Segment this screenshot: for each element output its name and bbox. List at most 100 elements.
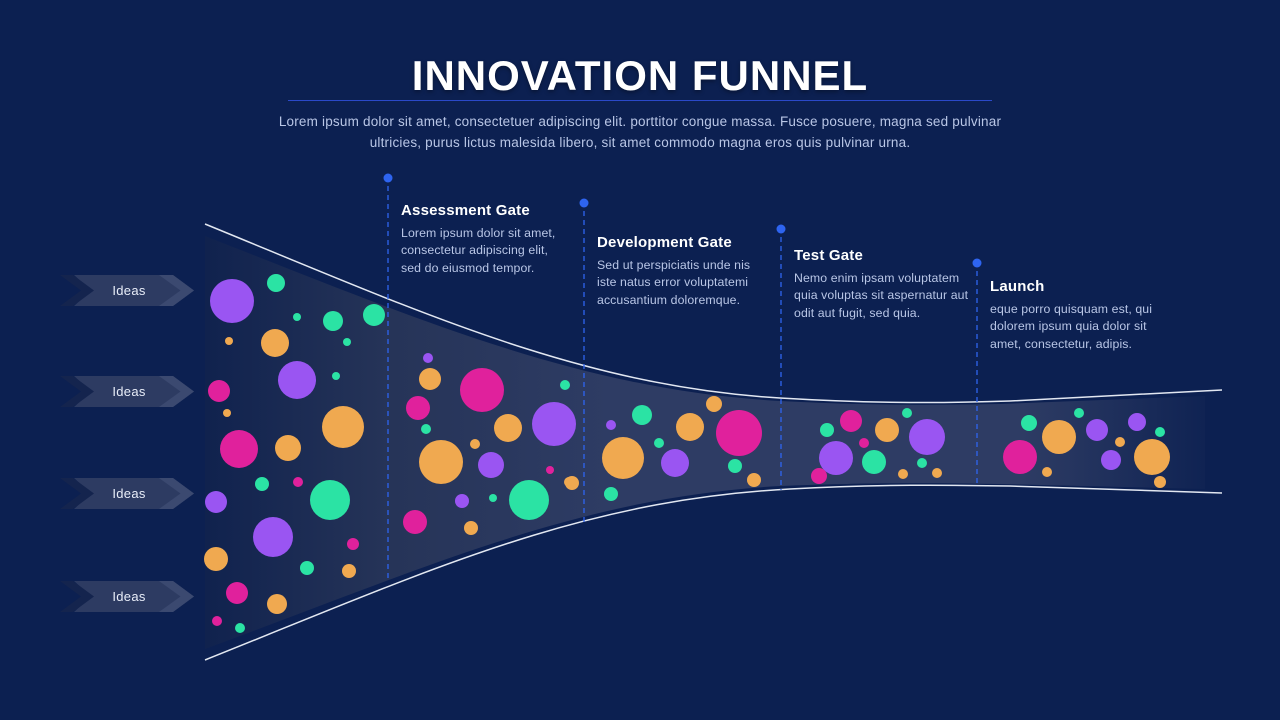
bubble-pink: [220, 430, 258, 468]
idea-ribbon-label: Ideas: [112, 486, 146, 501]
bubble-pink: [859, 438, 869, 448]
bubble-green: [255, 477, 269, 491]
gate-dot-launch: [972, 258, 982, 268]
gate-description: Sed ut perspiciatis unde nis iste natus …: [597, 258, 751, 307]
bubble-purple: [1086, 419, 1108, 441]
bubble-orange: [1154, 476, 1166, 488]
bubble-purple: [819, 441, 853, 475]
bubble-orange: [322, 406, 364, 448]
bubble-orange: [1134, 439, 1170, 475]
bubble-orange: [565, 476, 579, 490]
funnel-outline-top: [204, 223, 1223, 404]
gate-title: Development Gate: [597, 234, 732, 251]
bubble-purple: [210, 279, 254, 323]
bubble-green: [293, 313, 301, 321]
bubble-pink: [840, 410, 862, 432]
bubble-green: [560, 380, 570, 390]
bubble-green: [1021, 415, 1037, 431]
gate-dot-development: [579, 198, 589, 208]
idea-ribbon-label: Ideas: [112, 384, 146, 399]
bubble-orange: [706, 396, 722, 412]
bubble-orange: [464, 521, 478, 535]
page-title: INNOVATION FUNNEL: [411, 52, 869, 99]
bubble-orange: [676, 413, 704, 441]
bubble-green: [343, 338, 351, 346]
bubble-green: [604, 487, 618, 501]
bubble-pink: [546, 466, 554, 474]
gate-dot-assessment: [383, 173, 393, 183]
idea-ribbon-4: Ideas: [60, 581, 194, 612]
bubble-pink: [811, 468, 827, 484]
subtitle-line-1: Lorem ipsum dolor sit amet, consectetuer…: [278, 114, 1002, 129]
bubble-green: [820, 423, 834, 437]
idea-ribbon-label: Ideas: [112, 283, 146, 298]
bubble-green: [323, 311, 343, 331]
bubble-green: [235, 623, 245, 633]
bubble-green: [363, 304, 385, 326]
bubble-green: [654, 438, 664, 448]
bubble-pink: [1003, 440, 1037, 474]
ribbon-arrow-shape: [60, 581, 194, 612]
bubble-orange: [875, 418, 899, 442]
bubble-orange: [225, 337, 233, 345]
bubble-orange: [267, 594, 287, 614]
bubble-pink: [460, 368, 504, 412]
bubble-orange: [470, 439, 480, 449]
bubble-orange: [747, 473, 761, 487]
ribbon-arrow-shape: [60, 478, 194, 509]
idea-ribbon-3: Ideas: [60, 478, 194, 509]
bubble-green: [489, 494, 497, 502]
bubble-pink: [208, 380, 230, 402]
bubble-purple: [253, 517, 293, 557]
bubble-orange: [494, 414, 522, 442]
bubble-green: [310, 480, 350, 520]
gate-dot-test: [776, 224, 786, 234]
bubble-orange: [261, 329, 289, 357]
gate-description: Lorem ipsum dolor sit amet, consectetur …: [401, 226, 556, 275]
bubble-green: [1155, 427, 1165, 437]
bubble-purple: [278, 361, 316, 399]
gate-title: Test Gate: [794, 247, 864, 264]
bubble-green: [332, 372, 340, 380]
bubble-purple: [1101, 450, 1121, 470]
funnel-body: [205, 236, 1205, 649]
bubble-purple: [661, 449, 689, 477]
bubble-green: [862, 450, 886, 474]
gate-label-launch: Launch eque porro quisquam est, qui dolo…: [990, 278, 1170, 353]
gate-label-development: Development Gate Sed ut perspiciatis und…: [597, 234, 765, 309]
bubble-pink: [226, 582, 248, 604]
bubble-orange: [342, 564, 356, 578]
bubble-green: [267, 274, 285, 292]
bubble-green: [300, 561, 314, 575]
bubble-pink: [406, 396, 430, 420]
gate-label-test: Test Gate Nemo enim ipsam voluptatem qui…: [794, 247, 980, 322]
bubble-purple: [455, 494, 469, 508]
bubble-green: [421, 424, 431, 434]
bubble-pink: [347, 538, 359, 550]
bubble-purple: [532, 402, 576, 446]
bubble-orange: [1042, 420, 1076, 454]
gate-description: Nemo enim ipsam voluptatem quia voluptas…: [794, 271, 969, 320]
idea-ribbon-2: Ideas: [60, 376, 194, 407]
idea-bubbles: [204, 274, 1170, 633]
bubble-orange: [204, 547, 228, 571]
bubble-orange: [223, 409, 231, 417]
bubble-purple: [423, 353, 433, 363]
gate-title: Assessment Gate: [401, 202, 530, 219]
funnel-outline-bottom: [204, 484, 1223, 661]
gate-label-assessment: Assessment Gate Lorem ipsum dolor sit am…: [401, 202, 569, 277]
bubble-green: [1074, 408, 1084, 418]
ribbon-arrow-shape: [60, 376, 194, 407]
subtitle-line-2: ultricies, purus lictus malesida libero,…: [369, 135, 911, 150]
bubble-pink: [212, 616, 222, 626]
bubble-orange: [419, 440, 463, 484]
bubble-orange: [602, 437, 644, 479]
bubble-orange: [1115, 437, 1125, 447]
bubble-green: [917, 458, 927, 468]
gate-description: eque porro quisquam est, qui dolorem ips…: [990, 302, 1153, 351]
bubble-pink: [293, 477, 303, 487]
bubble-purple: [205, 491, 227, 513]
bubble-orange: [419, 368, 441, 390]
title-underline: [288, 100, 992, 101]
